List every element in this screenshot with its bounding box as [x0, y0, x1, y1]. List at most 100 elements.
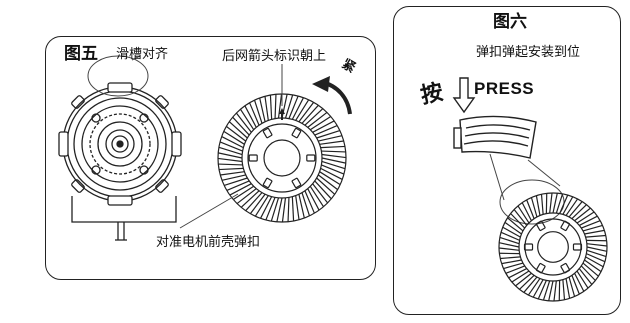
grille6-fin — [507, 217, 524, 232]
grille6-hub-slot — [523, 243, 534, 251]
grille6-fin — [571, 275, 580, 295]
grille5-fin — [270, 197, 280, 222]
grille5-hub-slot — [306, 154, 316, 162]
grille5-fin — [295, 99, 310, 121]
grille5-fin — [245, 192, 263, 212]
grille5-fin — [226, 180, 250, 191]
grille5-fin — [321, 150, 346, 153]
press-cn-label: 按 — [418, 79, 446, 110]
grille6-fin — [582, 262, 599, 277]
grille5-hub-ring — [247, 123, 317, 193]
grille5-fin — [320, 145, 345, 149]
grille5-fin — [301, 104, 319, 124]
grille6-fin — [500, 231, 520, 241]
grille5-fin — [232, 185, 255, 200]
grille6-fin — [542, 280, 551, 301]
grille6-fin — [582, 224, 603, 232]
slot-align-label: 滑槽对齐 — [116, 47, 169, 62]
rear-grille — [217, 93, 347, 223]
grille6-fin — [562, 196, 574, 215]
grille5-fin — [249, 193, 266, 215]
grille5-fin — [259, 97, 266, 122]
grille5-fin — [269, 95, 273, 120]
grille6-fin — [519, 274, 535, 290]
grille5-fin — [224, 177, 248, 187]
grille6-hub-slot — [560, 220, 571, 231]
buckle-leader-line — [179, 193, 239, 229]
grille5-fin — [221, 136, 244, 149]
grille6-fin — [527, 278, 541, 296]
grille5-fin — [232, 116, 250, 136]
grille5-fin — [217, 157, 243, 163]
grille5-fin — [240, 108, 255, 131]
snap-button — [453, 115, 537, 159]
grille6-fin — [579, 215, 598, 226]
grille5-fin — [316, 129, 340, 139]
grille6-fin — [576, 270, 589, 289]
grille5-fin — [218, 146, 243, 156]
grille6-fin — [571, 204, 587, 220]
grille5-fin — [321, 153, 347, 159]
grille5-inner-ring — [241, 117, 323, 199]
grille6-fin — [562, 279, 566, 300]
grille5-fin — [276, 197, 283, 222]
grille6-fin — [517, 205, 530, 224]
grille5-fin — [309, 185, 324, 208]
grille6-inner-ring — [518, 212, 588, 282]
grille6-fin — [576, 211, 595, 224]
grille6-fin — [586, 246, 607, 252]
grille6-fin — [521, 202, 532, 221]
grille6-fin — [581, 220, 601, 229]
grille5-hub-slot — [291, 127, 302, 139]
grille5-fin — [228, 121, 248, 139]
buckle-align-label: 对准电机前壳弹扣 — [156, 235, 261, 250]
grille5-fin — [274, 94, 277, 119]
grille5-fin — [235, 112, 252, 133]
grille6-fin — [508, 268, 527, 279]
grille5-fin — [298, 194, 305, 219]
arrow-up-label: 后网箭头标识朝上 — [222, 49, 327, 64]
grille6-fin — [530, 197, 538, 218]
grille6-fin — [584, 229, 605, 235]
grille5-fin — [225, 125, 247, 142]
grille6-fin — [580, 265, 596, 281]
figure-5-title: 图五 — [64, 44, 98, 64]
grille6-fin — [552, 193, 558, 214]
grille5-hub-slot — [262, 177, 273, 189]
grille5-fin — [287, 197, 290, 222]
grille5-fin — [264, 96, 269, 121]
grille5-fin — [301, 192, 311, 216]
grille5-fin — [321, 164, 345, 175]
grille6-fin — [559, 194, 569, 214]
grille5-fin — [229, 183, 252, 196]
grille6-fin — [565, 198, 579, 216]
grille6-hub-slot — [560, 263, 571, 274]
grille6-fin — [499, 242, 520, 248]
grille6-fin — [499, 236, 520, 245]
motor-front-housing — [58, 82, 182, 241]
grille5-fin — [318, 135, 343, 142]
grille5-fin — [295, 195, 300, 220]
grille6-fin — [568, 201, 583, 218]
grille5-fin — [312, 183, 329, 204]
grille6-fin — [586, 249, 607, 258]
grille6-fin — [513, 209, 528, 226]
tighten-arrow-head — [312, 76, 330, 92]
grille6-fin — [504, 221, 522, 235]
grille6-hub-slot — [535, 220, 546, 231]
grille6-hub-slot — [535, 263, 546, 274]
grille-arrow-marker — [279, 108, 285, 120]
grille6-outer-ring — [498, 192, 608, 302]
button-highlight-ellipse — [499, 179, 565, 225]
grille5-fin — [284, 94, 294, 119]
grille6-fin — [574, 207, 591, 222]
grille6-fin — [501, 259, 522, 265]
grille5-fin — [314, 180, 332, 200]
grille6-fin — [498, 247, 520, 251]
grille6-fin — [503, 262, 524, 270]
grille5-fin — [236, 188, 257, 205]
grille6-center-ring — [537, 231, 569, 263]
installed-grille — [498, 192, 608, 302]
figure-6-title: 图六 — [493, 12, 527, 32]
